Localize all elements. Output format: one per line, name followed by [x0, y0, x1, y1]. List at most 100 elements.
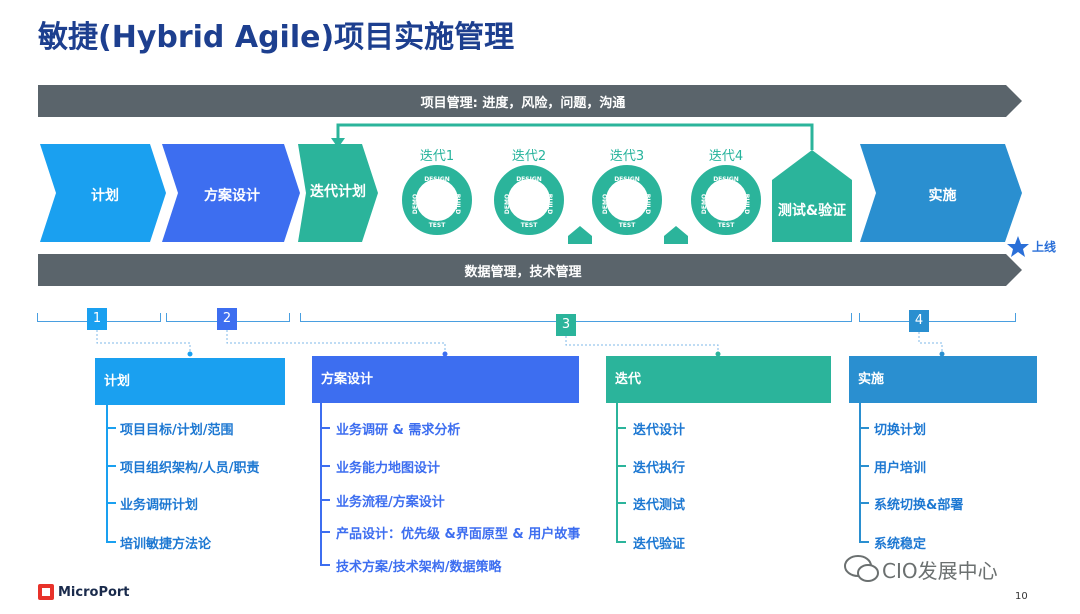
list-item: 项目组织架构/人员/职责: [120, 461, 260, 476]
process-flow-graphic: [38, 85, 1029, 286]
bottom-band-arrow: [38, 254, 1022, 286]
golive-star-icon: [1007, 236, 1029, 257]
microport-logo-text: MicroPort: [58, 585, 130, 600]
watermark-text: CIO发展中心: [882, 559, 998, 583]
tick: [106, 502, 116, 504]
tick: [859, 502, 869, 504]
step-number-2: 2: [217, 308, 237, 330]
iteration-label-1: 迭代1: [419, 149, 455, 164]
section-header-iteration: 迭代: [606, 356, 831, 403]
list-item: 产品设计：优先级 &界面原型 & 用户故事: [336, 527, 581, 542]
cycle-2: [494, 165, 564, 235]
page-title: 敏捷(Hybrid Agile)项目实施管理: [38, 20, 515, 55]
iteration-label-2: 迭代2: [511, 149, 547, 164]
plan-chevron: [40, 144, 166, 242]
cycle-4-word-design: DESIGN: [713, 176, 739, 183]
list-item: 业务能力地图设计: [336, 461, 441, 476]
step-number-4: 4: [909, 310, 929, 332]
step-number-1: 1: [87, 308, 107, 330]
release-house-2: [664, 226, 688, 244]
list-item: 系统切换&部署: [874, 498, 964, 513]
iter-plan-chevron: [298, 144, 378, 242]
impl-list-line: [859, 403, 861, 543]
tick: [320, 499, 330, 501]
iteration-label-3: 迭代3: [609, 149, 645, 164]
list-item: 培训敏捷方法论: [120, 537, 212, 552]
cycle-1-word-demo: DEMO: [412, 193, 419, 215]
test-verify-label: 测试&验证: [777, 203, 847, 219]
cycle-3-word-build: BUILD: [644, 193, 651, 215]
list-item: 迭代设计: [633, 423, 686, 438]
iteration-list-line: [616, 403, 618, 543]
cycle-1-word-build: BUILD: [454, 193, 461, 215]
tick: [616, 541, 626, 543]
golive-label: 上线: [1032, 240, 1057, 254]
cycle-4-word-demo: DEMO: [701, 193, 708, 215]
bottom-band-label: 数据管理，技术管理: [464, 265, 582, 280]
wechat-icon: [844, 555, 879, 582]
release-house-1: [568, 226, 592, 244]
cycle-3: [592, 165, 662, 235]
tick: [320, 427, 330, 429]
list-item: 用户培训: [874, 461, 927, 476]
cycle-1-word-test: TEST: [428, 222, 446, 229]
tick: [320, 531, 330, 533]
top-band-arrow: [38, 85, 1022, 117]
cycle-3-word-design: DESIGN: [614, 176, 640, 183]
brace-4: [859, 313, 1016, 322]
microport-logo-icon: [38, 584, 54, 600]
design-chevron: [162, 144, 300, 242]
list-item: 业务流程/方案设计: [336, 495, 445, 510]
tick: [616, 427, 626, 429]
impl-phase-label: 实施: [928, 188, 957, 204]
list-item: 迭代执行: [633, 461, 686, 476]
tick: [859, 427, 869, 429]
list-item: 迭代测试: [633, 498, 686, 513]
list-item: 业务调研计划: [120, 498, 199, 513]
tick: [859, 465, 869, 467]
design-list-line: [320, 403, 322, 565]
tick: [106, 541, 116, 543]
tick: [320, 564, 330, 566]
list-item: 技术方案/技术架构/数据策略: [336, 560, 502, 575]
list-item: 迭代验证: [633, 537, 686, 552]
list-item: 项目目标/计划/范围: [120, 423, 234, 438]
plan-phase-label: 计划: [91, 188, 119, 204]
plan-list-line: [106, 405, 108, 543]
cycle-1-word-design: DESIGN: [424, 176, 450, 183]
iter-plan-phase-label: 迭代计划: [310, 184, 366, 200]
feedback-loop-arrowhead: [331, 138, 345, 148]
cycle-2-word-design: DESIGN: [516, 176, 542, 183]
tick: [106, 427, 116, 429]
tick: [859, 541, 869, 543]
tick: [616, 502, 626, 504]
design-phase-label: 方案设计: [204, 188, 260, 204]
tick: [320, 465, 330, 467]
page-number: 10: [1015, 591, 1028, 602]
feedback-loop-line: [336, 123, 814, 150]
cycle-1: [402, 165, 472, 235]
cycle-2-word-build: BUILD: [546, 193, 553, 215]
top-band-label: 项目管理: 进度，风险，问题，沟通: [420, 96, 626, 111]
cycle-4: [691, 165, 761, 235]
cycle-3-word-test: TEST: [618, 222, 636, 229]
brace-3: [300, 313, 852, 322]
cycle-4-word-test: TEST: [717, 222, 735, 229]
test-verify-block: [772, 150, 852, 242]
cycle-2-word-demo: DEMO: [504, 193, 511, 215]
cycle-4-word-build: BUILD: [743, 193, 750, 215]
iteration-label-4: 迭代4: [708, 149, 744, 164]
list-item: 业务调研 & 需求分析: [336, 423, 461, 438]
section-header-design: 方案设计: [312, 356, 579, 403]
list-item: 切换计划: [874, 423, 927, 438]
step-number-3: 3: [556, 314, 576, 336]
connectors: [96, 330, 945, 357]
tick: [616, 465, 626, 467]
impl-chevron: [860, 144, 1022, 242]
tick: [106, 465, 116, 467]
cycle-2-word-test: TEST: [520, 222, 538, 229]
list-item: 系统稳定: [874, 537, 927, 552]
section-header-plan: 计划: [95, 358, 285, 405]
section-header-impl: 实施: [849, 356, 1037, 403]
cycle-3-word-demo: DEMO: [602, 193, 609, 215]
